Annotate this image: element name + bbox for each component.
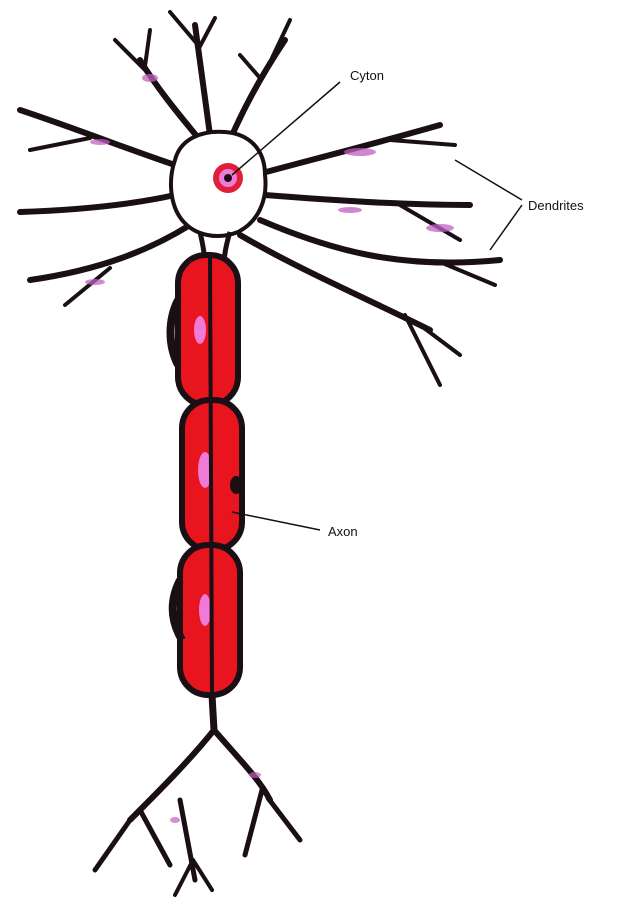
cyton-label: Cyton [350, 68, 384, 83]
dendrite-branch [265, 195, 470, 205]
dendrite-branch [240, 55, 260, 78]
dendrite-branch [400, 205, 460, 240]
terminal-branch [140, 810, 170, 865]
terminal-tint [170, 817, 180, 823]
dendrite-branch [30, 225, 190, 280]
axon-leader-line [232, 512, 320, 530]
dendrite-branch [390, 140, 455, 145]
axon-myelin-sheath [171, 255, 243, 695]
dendrite-branch [30, 138, 90, 150]
terminal-tint [249, 772, 261, 778]
dendrite-tint [426, 224, 454, 232]
dendrite-branch [198, 18, 215, 50]
dendrite-tint [344, 148, 376, 156]
dendrite-branch [20, 195, 175, 212]
dendrites-label: Dendrites [528, 198, 584, 213]
nucleolus [224, 174, 232, 182]
myelin-highlight [199, 594, 211, 626]
dendrite-tint [85, 279, 105, 285]
dendrite-branch [440, 262, 495, 285]
dendrite-branch [420, 325, 460, 355]
terminal-branch [95, 820, 130, 870]
terminal-branch [245, 790, 262, 855]
terminal-branch [268, 798, 300, 840]
dendrite-branch [20, 110, 175, 165]
dendrites-leader-line [490, 205, 522, 250]
dendrite-tint [142, 74, 158, 82]
terminal-branch [175, 860, 193, 895]
axon-label: Axon [328, 524, 358, 539]
terminal-branch [130, 730, 214, 820]
dendrites-leader-line [455, 160, 522, 200]
dendrite-tint [338, 207, 362, 213]
myelin-segment [178, 255, 238, 405]
dendrite-tint [90, 139, 110, 145]
terminal-branch [212, 695, 214, 730]
dendrite-branch [260, 220, 500, 263]
myelin-highlight [194, 316, 206, 344]
axon-core [210, 258, 212, 695]
axon-terminals [95, 695, 300, 895]
dendrite-branch [145, 30, 150, 66]
schwann-nucleus [230, 476, 242, 494]
cell-body [171, 132, 266, 236]
